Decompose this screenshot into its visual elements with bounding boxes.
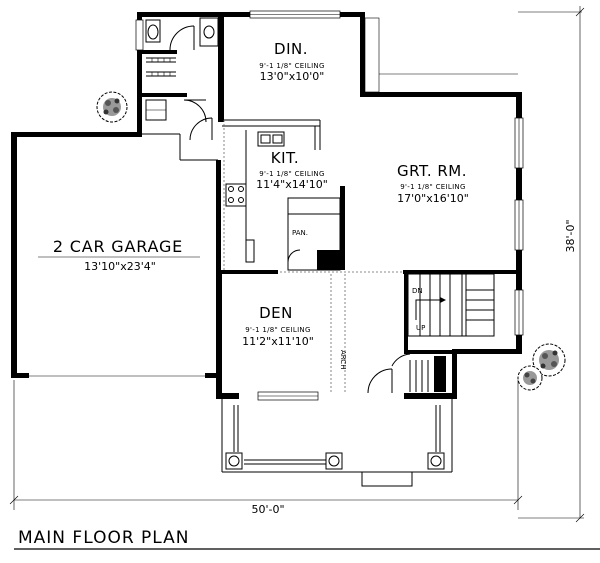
den-size: 11'2"x11'10" [242, 335, 314, 348]
garage-name: 2 CAR GARAGE [53, 237, 183, 256]
shrub-icon [96, 91, 128, 123]
openings [223, 120, 403, 393]
kitchen-name: KIT. [271, 149, 299, 167]
pantry-label: PAN. [292, 229, 308, 237]
room-label-dining: DIN. 9'-1 1/8" CEILING 13'0"x10'0" [259, 40, 324, 83]
kitchen-fixtures [225, 130, 341, 271]
plan-title: MAIN FLOOR PLAN [18, 528, 190, 548]
great-room-ceiling: 9'-1 1/8" CEILING [400, 183, 465, 191]
great-room-name: GRT. RM. [397, 162, 467, 180]
room-label-garage: 2 CAR GARAGE 13'10"x23'4" [38, 237, 200, 273]
shrubs [96, 91, 566, 391]
great-room-size: 17'0"x16'10" [397, 192, 469, 205]
garage-size: 13'10"x23'4" [84, 260, 156, 273]
doors [367, 368, 393, 394]
garage [11, 132, 221, 378]
den-ceiling: 9'-1 1/8" CEILING [245, 326, 310, 334]
exterior-walls [137, 12, 522, 399]
storage-shelves [146, 57, 176, 77]
interior-walls [137, 12, 518, 354]
shrub-icon [532, 343, 566, 377]
porch [221, 399, 453, 487]
room-label-kitchen: KIT. 9'-1 1/8" CEILING 11'4"x14'10" [256, 149, 328, 191]
windows [135, 10, 524, 401]
kitchen-size: 11'4"x14'10" [256, 178, 328, 191]
stairs-up-label: UP [416, 324, 425, 332]
dining-size: 13'0"x10'0" [260, 70, 325, 83]
room-label-great-room: GRT. RM. 9'-1 1/8" CEILING 17'0"x16'10" [397, 162, 469, 205]
room-label-den: DEN 9'-1 1/8" CEILING 11'2"x11'10" [242, 304, 314, 348]
arch-label: ARCH [339, 350, 347, 369]
stairs-down-label: DN [412, 287, 423, 295]
width-dimension: 50'-0" [251, 503, 284, 516]
dining-ceiling: 9'-1 1/8" CEILING [259, 62, 324, 70]
dining-name: DIN. [274, 40, 308, 58]
dimension-lines [9, 6, 585, 523]
stairs [391, 273, 495, 392]
den-name: DEN [259, 304, 293, 322]
depth-dimension: 38'-0" [564, 219, 577, 252]
shrub-icon [517, 365, 543, 391]
kitchen-ceiling: 9'-1 1/8" CEILING [259, 170, 324, 178]
bath-fixtures [145, 17, 219, 141]
